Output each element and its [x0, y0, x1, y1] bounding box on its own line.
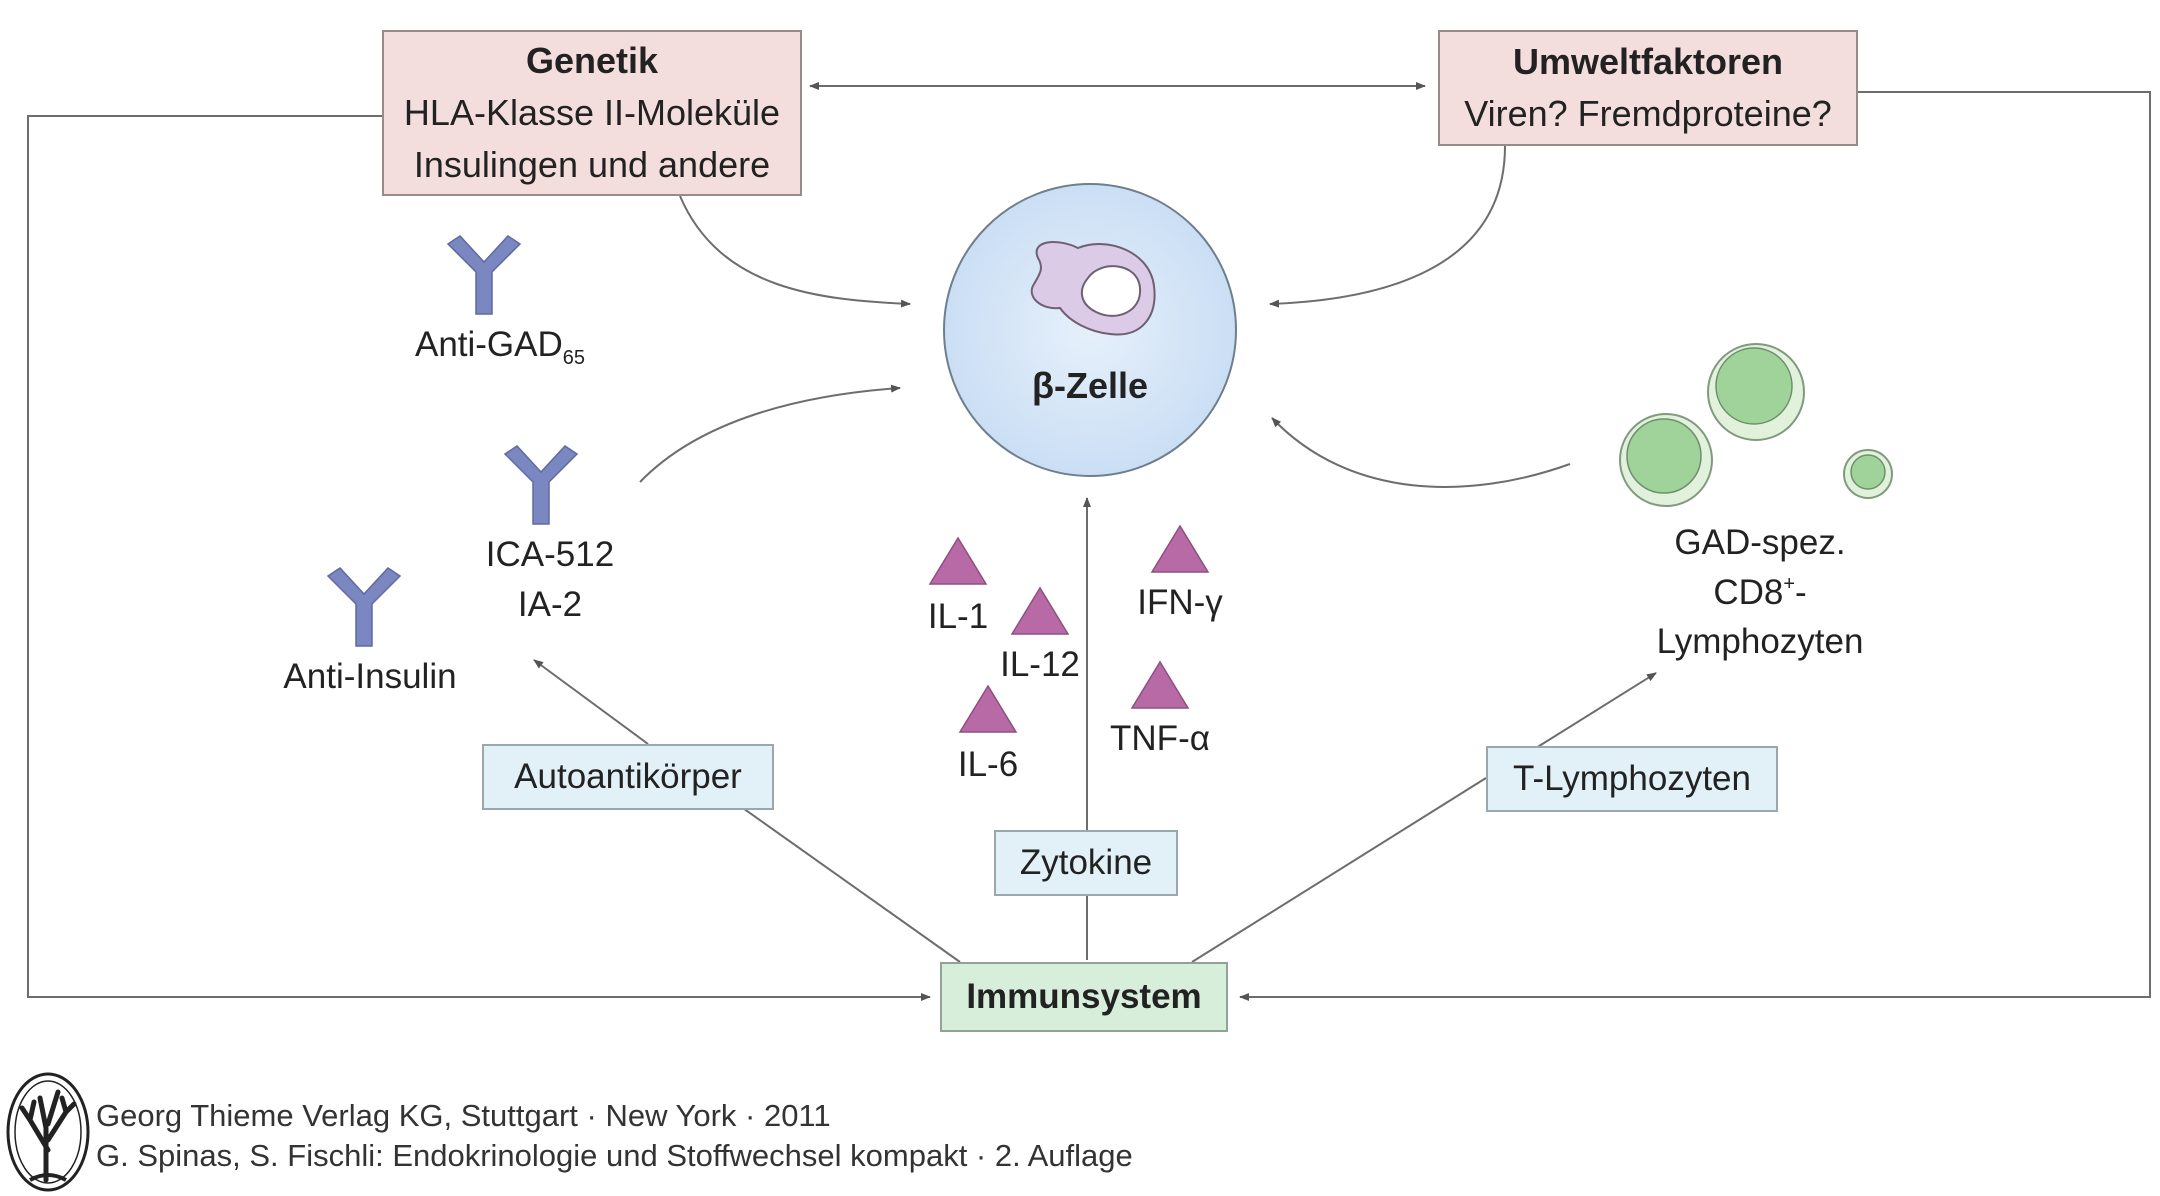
cd8-text: CD8 — [1713, 572, 1784, 612]
lymphocyte-medium-icon — [1619, 413, 1713, 507]
left-frame-arrow — [27, 115, 931, 1001]
genetik-line2: Insulingen und andere — [413, 144, 771, 186]
anti-gad-label: Anti-GAD65 — [380, 320, 620, 372]
antibody-to-cell-arrow — [639, 384, 901, 483]
publisher-tree-logo — [6, 1072, 90, 1192]
il6-triangle-icon — [958, 684, 1018, 733]
autoantikoerper-label: Autoantikörper — [514, 756, 742, 796]
anti-insulin-label: Anti-Insulin — [283, 657, 457, 696]
zytokine-label: Zytokine — [1019, 842, 1153, 882]
autoantikoerper-box: Autoantikörper — [482, 744, 774, 810]
ica-line1: ICA-512 — [485, 535, 615, 574]
publisher-credit-line2: G. Spinas, S. Fischli: Endokrinologie un… — [96, 1138, 1133, 1173]
genetik-box: Genetik HLA-Klasse II-Moleküle Insulinge… — [382, 30, 802, 196]
t-lymphozyten-label: T-Lymphozyten — [1513, 758, 1751, 798]
genetik-title: Genetik — [525, 39, 659, 81]
ica-antibody-icon — [503, 445, 579, 525]
anti-gad-subscript: 65 — [562, 347, 586, 369]
il1-label: IL-1 — [927, 597, 989, 636]
umwelt-title: Umweltfaktoren — [1512, 40, 1784, 82]
lymphocyte-label: GAD-spez. CD8+- Lymphozyten — [1620, 518, 1900, 667]
ifn-triangle-icon — [1150, 524, 1210, 573]
lymphocyte-large-icon — [1707, 343, 1805, 441]
immun-to-tlymph-line — [1191, 777, 1487, 963]
genetik-to-cell-arrow — [679, 195, 911, 308]
anti-gad-antibody-icon — [446, 235, 522, 315]
lymphocyte-to-cell-arrow — [1271, 417, 1571, 488]
il12-triangle-icon — [1010, 586, 1070, 635]
umwelt-line1: Viren? Fremdproteine? — [1464, 93, 1832, 134]
anti-insulin-antibody-icon — [326, 567, 402, 647]
publisher-credit-line1: Georg Thieme Verlag KG, Stuttgart · New … — [96, 1098, 831, 1133]
zytokine-box: Zytokine — [994, 830, 1178, 896]
right-frame-arrow — [1239, 91, 2151, 1001]
il1-triangle-icon — [928, 536, 988, 585]
genetik-line1: HLA-Klasse II-Moleküle — [403, 91, 781, 133]
lymph-line1: GAD-spez. — [1674, 523, 1846, 562]
lymph-line2: CD8+- — [1620, 568, 1900, 618]
il6-label: IL-6 — [957, 745, 1019, 784]
anti-gad-text: Anti-GAD — [414, 325, 563, 364]
umweltfaktoren-box: Umweltfaktoren Viren? Fremdproteine? — [1438, 30, 1858, 146]
cell-vacuole — [1080, 265, 1142, 317]
cd8-superscript: + — [1783, 572, 1796, 595]
tnf-triangle-icon — [1130, 660, 1190, 709]
cd8-hyphen: - — [1795, 572, 1807, 612]
ica-line2: IA-2 — [517, 584, 583, 624]
tlymph-arrow — [1535, 672, 1657, 749]
immun-to-autoantikoerper-line — [739, 805, 961, 963]
umwelt-to-cell-arrow — [1269, 145, 1506, 308]
tnf-label: TNF-α — [1110, 719, 1210, 758]
autoantikoerper-arrow — [533, 659, 649, 745]
immunsystem-box: Immunsystem — [940, 962, 1228, 1032]
il12-label: IL-12 — [1000, 645, 1080, 684]
lymph-line3: Lymphozyten — [1656, 622, 1864, 662]
ica-label: ICA-512 IA-2 — [440, 530, 660, 629]
t-lymphozyten-box: T-Lymphozyten — [1486, 746, 1778, 812]
beta-cell-label: β-Zelle — [1032, 365, 1148, 406]
immunsystem-label: Immunsystem — [966, 976, 1202, 1016]
lymphocyte-small-icon — [1843, 449, 1893, 499]
ifn-label: IFN-γ — [1137, 583, 1223, 622]
